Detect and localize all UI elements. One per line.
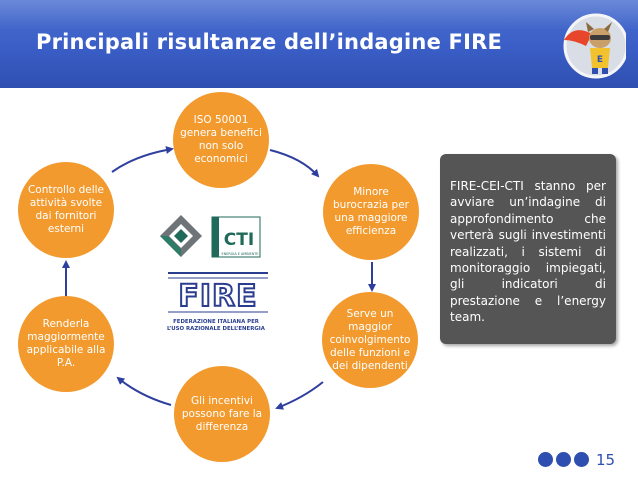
slide-dot [538, 452, 553, 467]
superhero-mascot-icon: E [563, 13, 626, 79]
fire-logo-caption-2: L’USO RAZIONALE DELL’ENERGIA [167, 326, 266, 332]
cycle-step-involvement: Serve un maggior coinvolgimento delle fu… [322, 292, 418, 388]
fire-logo: FIRE FEDERAZIONE ITALIANA PER L’USO RAZI… [167, 272, 268, 332]
cei-logo [160, 215, 202, 257]
slide-dot [556, 452, 571, 467]
arrow-1-to-2 [269, 149, 320, 178]
arrow-6-to-1 [111, 146, 174, 173]
cycle-step-iso-benefits: ISO 50001 genera benefici non solo econo… [173, 92, 269, 188]
cycle-step-supplier-control: Controllo delle attività svolte dai forn… [18, 162, 114, 258]
title-banner: Principali risultanze dell’indagine FIRE… [0, 0, 638, 88]
svg-text:E: E [597, 55, 603, 65]
arrow-4-to-5 [116, 376, 172, 406]
slide-dots [538, 452, 589, 468]
arrow-3-to-4 [275, 381, 324, 410]
survey-callout-box: FIRE-CEI-CTI stanno per avviare un’indag… [440, 154, 616, 344]
slide-dot [574, 452, 589, 467]
cti-logo-text: CTI [224, 230, 254, 250]
banner-shine [0, 0, 638, 30]
cti-logo-subtitle: ENERGIA E AMBIENTE [222, 252, 259, 256]
fire-logo-text: FIRE [178, 279, 257, 314]
page-number: 15 [596, 451, 616, 469]
cycle-step-public-admin: Renderla maggiormente applicabile alla P… [18, 296, 114, 392]
fire-logo-caption-1: FEDERAZIONE ITALIANA PER [173, 319, 260, 325]
cycle-step-less-bureaucracy: Minore burocrazia per una maggiore effic… [323, 164, 419, 260]
cti-logo: CTI ENERGIA E AMBIENTE [211, 216, 261, 258]
slide-title: Principali risultanze dell’indagine FIRE [36, 30, 503, 54]
cycle-step-incentives: Gli incentivi possono fare la differenza [174, 366, 270, 462]
partner-logos: CTI ENERGIA E AMBIENTE FIRE FEDERAZIONE … [160, 215, 268, 332]
